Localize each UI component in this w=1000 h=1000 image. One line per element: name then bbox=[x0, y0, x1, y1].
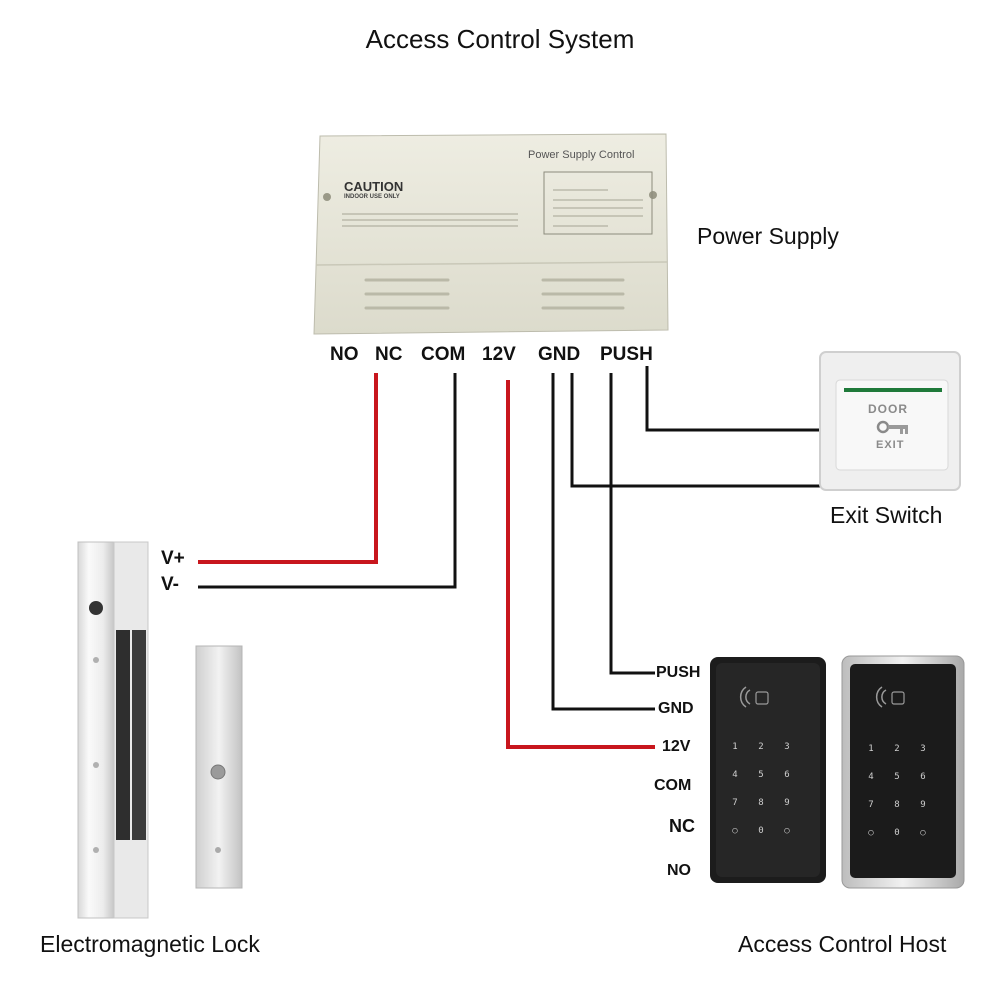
psu-terminal-nc: NC bbox=[375, 344, 403, 365]
psu-device-label: Power Supply Control bbox=[528, 149, 635, 161]
keypad-black-body bbox=[710, 657, 826, 883]
keypad-silver-key-lock: ○ bbox=[868, 828, 874, 838]
psu-terminal-no: NO bbox=[330, 344, 359, 365]
power-supply-unit: Power Supply Control CAUTION INDOOR USE … bbox=[308, 130, 670, 335]
power-supply-body bbox=[313, 133, 669, 335]
exit-switch-device: DOOR EXIT bbox=[818, 350, 963, 492]
wire-gnd-to-host-gnd bbox=[551, 373, 655, 711]
host-terminal-com: COM bbox=[654, 777, 692, 794]
keypad-black-key-1: 1 bbox=[732, 742, 738, 752]
keypad-silver-key-1: 1 bbox=[868, 744, 874, 754]
keypad-silver-key-2: 2 bbox=[894, 744, 900, 754]
keypad-silver-key-3: 3 bbox=[920, 744, 926, 754]
host-terminal-no: NO bbox=[667, 862, 691, 879]
access-control-keypad-black: 1 2 3 4 5 6 7 8 9 ○ 0 ○ bbox=[706, 654, 828, 886]
keypad-silver-key-0: 0 bbox=[894, 828, 900, 838]
keypad-silver-key-5: 5 bbox=[894, 772, 900, 782]
wire-12v-to-host-12v bbox=[506, 380, 655, 749]
exit-switch-exit-text: EXIT bbox=[876, 439, 905, 451]
psu-terminal-gnd: GND bbox=[538, 344, 581, 365]
keypad-silver-key-bell: ○ bbox=[920, 828, 926, 838]
keypad-silver-key-7: 7 bbox=[868, 800, 874, 810]
keypad-black-key-2: 2 bbox=[758, 742, 764, 752]
wire-gnd-to-exit-switch bbox=[570, 373, 828, 488]
exit-switch-door-text: DOOR bbox=[868, 402, 908, 416]
power-supply-caption: Power Supply bbox=[697, 223, 839, 249]
keypad-black-key-bell: ○ bbox=[784, 826, 790, 836]
host-terminal-nc: NC bbox=[669, 816, 695, 836]
lock-armature-plate bbox=[194, 644, 244, 890]
keypad-black-key-3: 3 bbox=[784, 742, 790, 752]
host-terminal-push: PUSH bbox=[656, 664, 701, 681]
access-control-keypad-silver: 1 2 3 4 5 6 7 8 9 ○ 0 ○ bbox=[840, 654, 966, 890]
armature-plate-graphic bbox=[195, 645, 243, 889]
keypad-black-key-5: 5 bbox=[758, 770, 764, 780]
keypad-black-key-8: 8 bbox=[758, 798, 764, 808]
host-terminal-12v: 12V bbox=[662, 738, 691, 755]
psu-terminal-com: COM bbox=[421, 344, 466, 365]
exit-switch-caption: Exit Switch bbox=[830, 502, 943, 528]
exit-switch-plate bbox=[819, 351, 961, 491]
psu-terminal-12v: 12V bbox=[482, 344, 516, 365]
lock-body-graphic bbox=[77, 541, 149, 919]
access-control-host-caption: Access Control Host bbox=[738, 931, 947, 957]
diagram-title: Access Control System bbox=[365, 24, 635, 54]
keypad-black-key-4: 4 bbox=[732, 770, 738, 780]
wire-nc-to-lock-vplus bbox=[198, 373, 378, 564]
host-terminal-gnd: GND bbox=[658, 700, 694, 717]
keypad-silver-body bbox=[841, 655, 965, 889]
wire-com-to-lock-vminus bbox=[198, 373, 457, 589]
electromagnetic-lock-caption: Electromagnetic Lock bbox=[40, 931, 260, 957]
keypad-silver-key-4: 4 bbox=[868, 772, 874, 782]
psu-caution-label: CAUTION bbox=[344, 179, 404, 194]
lock-terminal-vplus: V+ bbox=[161, 548, 185, 569]
electromagnetic-lock-body bbox=[74, 540, 154, 920]
keypad-black-key-9: 9 bbox=[784, 798, 790, 808]
keypad-black-key-6: 6 bbox=[784, 770, 790, 780]
wire-push-to-host-push bbox=[609, 373, 655, 675]
keypad-black-key-0: 0 bbox=[758, 826, 764, 836]
psu-caution-sublabel: INDOOR USE ONLY bbox=[344, 194, 400, 200]
keypad-black-key-7: 7 bbox=[732, 798, 738, 808]
keypad-silver-key-9: 9 bbox=[920, 800, 926, 810]
keypad-silver-key-8: 8 bbox=[894, 800, 900, 810]
keypad-silver-key-6: 6 bbox=[920, 772, 926, 782]
lock-terminal-vminus: V- bbox=[161, 574, 179, 595]
psu-terminal-push: PUSH bbox=[600, 344, 653, 365]
wire-push-to-exit-switch bbox=[645, 366, 828, 432]
keypad-black-key-lock: ○ bbox=[732, 826, 738, 836]
